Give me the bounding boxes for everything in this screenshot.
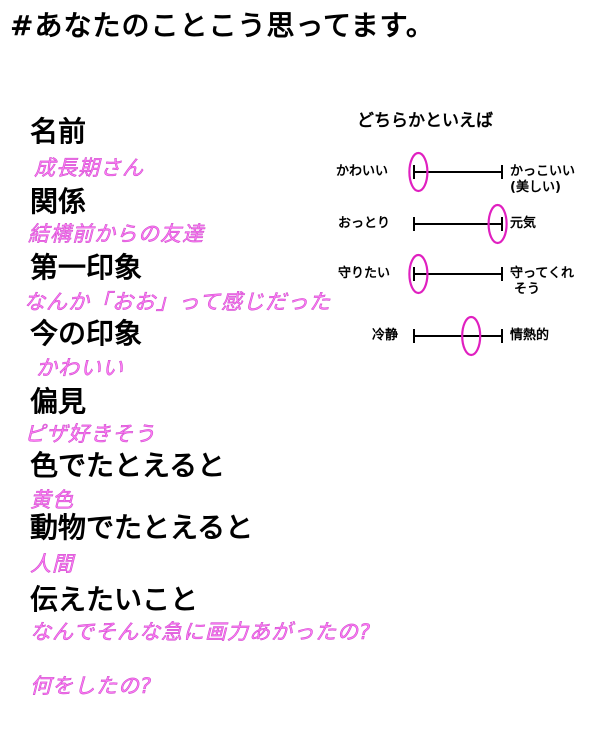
scale-2-left: おっとり — [338, 216, 391, 231]
label-name: 名前 — [30, 115, 87, 148]
scale-3-left: 守りたい — [338, 266, 391, 281]
scale-3-right: 守ってくれ — [510, 266, 574, 281]
answer-animal: 人間 — [30, 552, 74, 577]
answer-first-impression: なんか「おお」って感じだった — [24, 290, 331, 315]
answer-prejudice: ピザ好きそう — [24, 422, 156, 447]
scale-3-right-sub: そう — [514, 282, 541, 297]
scale-4-right: 情熱的 — [510, 328, 550, 343]
label-animal: 動物でたとえると — [30, 511, 254, 544]
label-message: 伝えたいこと — [30, 583, 199, 616]
scale-1-right: かっこいい — [510, 164, 576, 179]
label-prejudice: 偏見 — [30, 385, 87, 418]
answer-message-2: 何をしたの? — [30, 674, 153, 699]
page-title: #あなたのことこう思ってます。 — [10, 9, 435, 42]
scale-1-left: かわいい — [336, 164, 389, 179]
scale-2-right: 元気 — [510, 216, 537, 231]
scale-3-marker — [408, 253, 429, 295]
scale-2-marker — [487, 203, 508, 245]
scale-heading: どちらかといえば — [357, 111, 493, 131]
label-relationship: 関係 — [30, 185, 87, 218]
scale-1-right-sub: (美しい) — [510, 180, 561, 195]
label-current-impression: 今の印象 — [30, 317, 143, 350]
answer-name: 成長期さん — [34, 156, 144, 181]
scale-4-marker — [461, 315, 482, 357]
answer-color: 黄色 — [30, 488, 74, 513]
scale-4-left: 冷静 — [372, 328, 399, 343]
scale-1-marker — [408, 151, 429, 193]
label-first-impression: 第一印象 — [30, 251, 143, 284]
answer-current-impression: かわいい — [36, 356, 124, 381]
answer-message: なんでそんな急に画力あがったの? — [30, 620, 372, 645]
answer-relationship: 結構前からの友達 — [28, 222, 204, 247]
label-color: 色でたとえると — [30, 449, 226, 482]
